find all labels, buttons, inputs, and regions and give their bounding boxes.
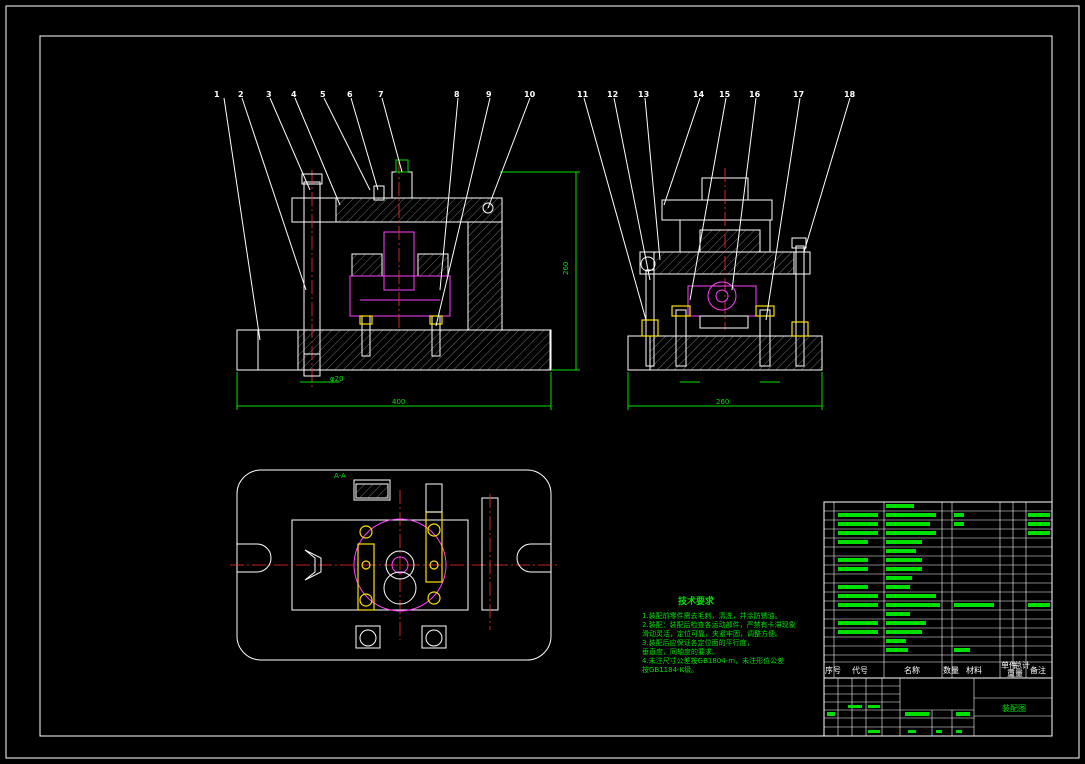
front-view: 400 260 φ20 — [236, 159, 580, 410]
header-unit-weight: 单件 — [1001, 660, 1017, 670]
part-label-18: 18 — [844, 90, 856, 99]
side-view: 260 — [627, 168, 823, 410]
header-remark: 备注 — [1030, 665, 1046, 675]
notes-line-4: 3.装配后应保证各定位面的平行度， — [642, 638, 754, 647]
part-label-10: 10 — [524, 90, 536, 99]
drawing-title: 装配图 — [1002, 703, 1026, 713]
svg-text:A-A: A-A — [334, 472, 346, 480]
part-label-14: 14 — [693, 90, 705, 99]
front-leaders — [223, 97, 531, 341]
top-view: A-A — [230, 469, 560, 661]
header-material: 材料 — [966, 665, 982, 675]
part-label-1: 1 — [214, 90, 220, 99]
header-code: 代号 — [852, 665, 868, 675]
part-label-12: 12 — [607, 90, 618, 99]
part-label-17: 17 — [793, 90, 804, 99]
header-name: 名称 — [904, 665, 920, 675]
notes-title: 技术要求 — [678, 595, 715, 607]
part-label-4: 4 — [291, 90, 297, 99]
part-label-15: 15 — [719, 90, 731, 99]
title-block: 装配图 — [823, 677, 1053, 737]
part-label-8: 8 — [454, 90, 460, 99]
part-label-5: 5 — [320, 90, 326, 99]
part-label-6: 6 — [347, 90, 353, 99]
part-number-labels: 1 2 3 4 5 6 7 8 9 10 11 12 13 14 15 16 1… — [214, 90, 856, 99]
svg-text:φ20: φ20 — [330, 375, 344, 383]
notes-line-3: 滑动灵活，定位可靠，夹紧牢固，调整方便。 — [642, 629, 782, 638]
part-label-9: 9 — [486, 90, 492, 99]
svg-text:260: 260 — [716, 398, 729, 406]
inner-frame — [39, 35, 1053, 737]
technical-notes: 技术要求 1.装配前零件需去毛刺，清洗，并涂防锈油。 2.装配：装配后检查各运动… — [642, 595, 796, 674]
part-label-11: 11 — [577, 90, 589, 99]
header-total-weight: 总计 — [1014, 660, 1030, 670]
header-qty: 数量 — [943, 665, 959, 675]
part-label-7: 7 — [378, 90, 384, 99]
header-seq: 序号 — [825, 665, 841, 675]
parts-list: 序号 代号 名称 数量 材料 单件 总计 重量 备注 — [823, 501, 1053, 679]
svg-text:260: 260 — [562, 262, 570, 275]
header-weight: 重量 — [1007, 668, 1023, 678]
svg-text:400: 400 — [392, 398, 405, 406]
notes-line-6: 4.未注尺寸公差按GB1804-m，未注形位公差 — [642, 656, 784, 665]
outer-frame — [5, 5, 1080, 759]
part-label-3: 3 — [266, 90, 272, 99]
notes-line-7: 按GB1184-K级。 — [642, 665, 698, 674]
notes-line-1: 1.装配前零件需去毛刺，清洗，并涂防锈油。 — [642, 611, 782, 620]
part-label-2: 2 — [238, 90, 244, 99]
part-label-13: 13 — [638, 90, 649, 99]
notes-line-2: 2.装配：装配后检查各运动部件，严禁有卡滞现象 — [642, 620, 796, 629]
notes-line-5: 垂直度，同轴度的要求。 — [642, 647, 719, 656]
part-label-16: 16 — [749, 90, 761, 99]
side-leaders — [583, 97, 851, 321]
